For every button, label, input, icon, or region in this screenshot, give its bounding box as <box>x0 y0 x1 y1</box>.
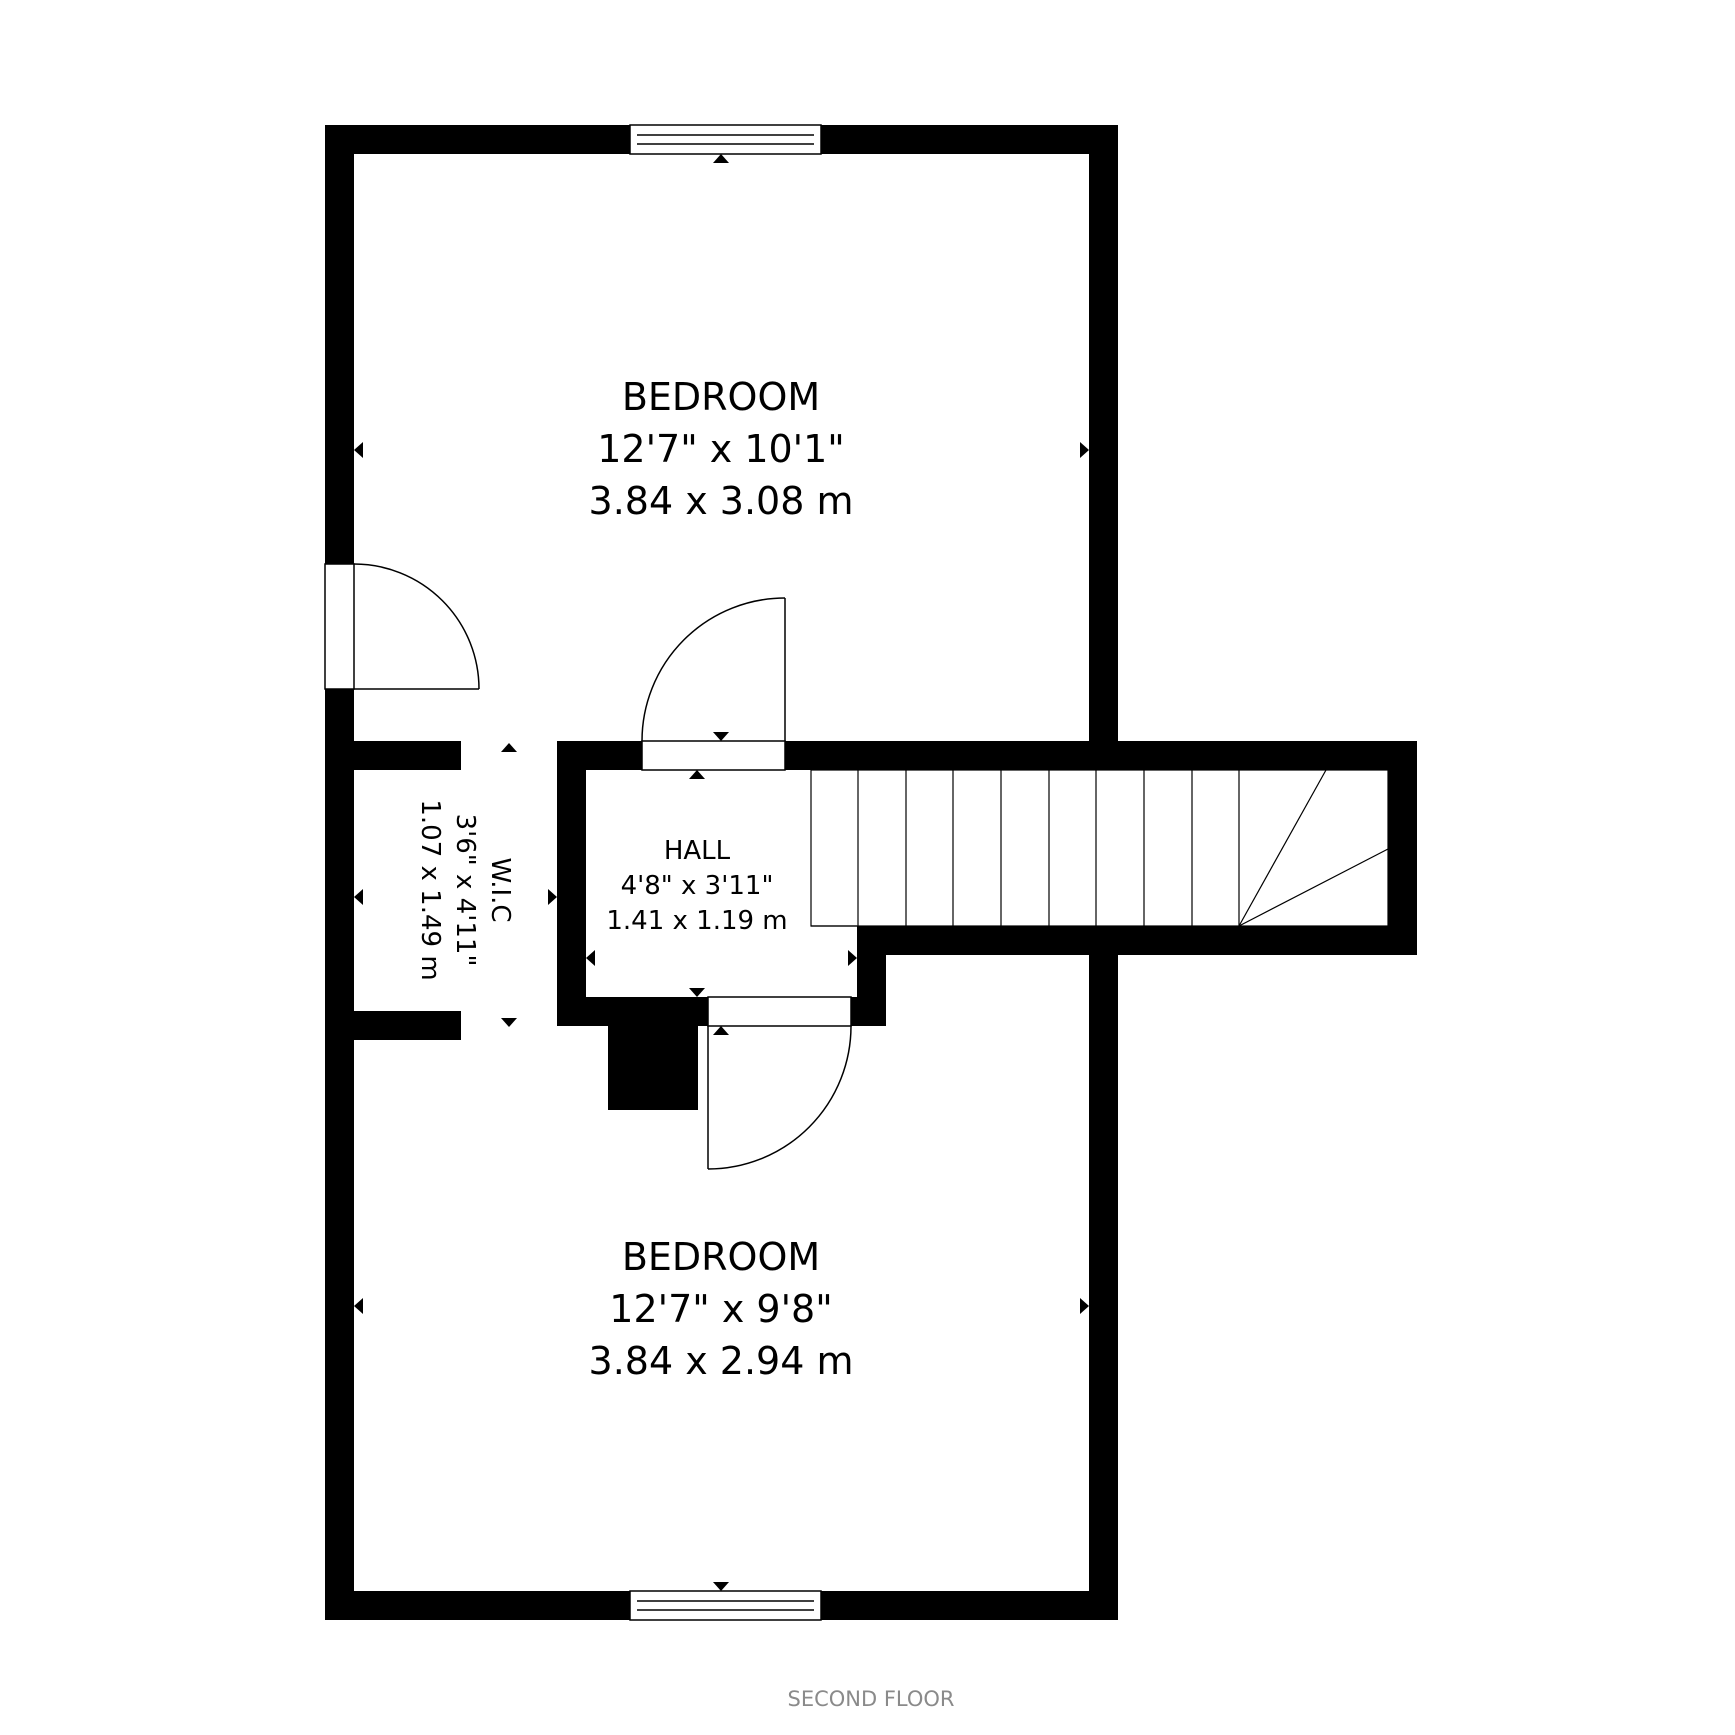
wall-top-right <box>821 125 1118 154</box>
room-name: BEDROOM <box>622 375 820 419</box>
room-name: W.I.C <box>485 857 515 922</box>
room-dimensions-imperial: 4'8" x 3'11" <box>621 871 774 901</box>
arrow-hall-bottom <box>689 988 705 997</box>
wall-bottom-right <box>821 1591 1118 1620</box>
arrow-wic-right <box>548 889 557 905</box>
wall-bottom-left <box>325 1591 630 1620</box>
door-frame-left <box>324 563 355 690</box>
arrow-top-bedroom-bottom <box>713 732 729 741</box>
wall-right-lower <box>1089 952 1118 1620</box>
arrow-top-bedroom-left <box>354 442 363 458</box>
arrow-bottom-bedroom-right <box>1080 1298 1089 1314</box>
chimney-block <box>608 1026 698 1110</box>
room-dimensions-imperial: 3'6" x 4'11" <box>450 814 480 967</box>
window-top <box>629 124 822 155</box>
wall-top-left <box>325 125 630 154</box>
arrow-hall-left <box>586 950 595 966</box>
room-dimensions-metric: 3.84 x 2.94 m <box>589 1339 854 1383</box>
door-frame-hall-top <box>641 740 786 771</box>
room-dimensions-metric: 3.84 x 3.08 m <box>589 479 854 523</box>
room-dimensions-metric: 1.41 x 1.19 m <box>606 906 787 936</box>
window-bottom <box>629 1590 822 1621</box>
room-bedroom-bottom: BEDROOM 12'7" x 9'8" 3.84 x 2.94 m <box>589 1235 854 1383</box>
wall-stair-right <box>1388 741 1417 955</box>
arrow-wic-bottom <box>501 1018 517 1027</box>
arrow-bottom-bedroom-bottom <box>713 1582 729 1591</box>
arrow-bottom-bedroom-left <box>354 1298 363 1314</box>
stairs <box>810 769 1389 927</box>
door-swing-hall-top <box>641 597 786 742</box>
wall-right-upper <box>1089 125 1118 742</box>
walls <box>325 125 1417 1620</box>
wall-hall-top-right <box>785 741 1417 770</box>
arrow-bottom-bedroom-top <box>713 1026 729 1035</box>
arrow-wic-top <box>501 743 517 752</box>
room-hall: HALL 4'8" x 3'11" 1.41 x 1.19 m <box>606 836 787 936</box>
doors <box>324 563 852 1170</box>
room-name: HALL <box>664 836 731 866</box>
room-dimensions-imperial: 12'7" x 9'8" <box>609 1287 832 1331</box>
arrow-top-bedroom-top <box>713 154 729 163</box>
wall-wic-top <box>325 741 461 770</box>
floor-label: SECOND FLOOR <box>787 1687 954 1711</box>
door-swing-hall-bottom <box>707 1025 852 1170</box>
windows <box>629 124 822 1621</box>
wall-left-upper <box>325 125 354 564</box>
arrow-hall-right <box>848 950 857 966</box>
wall-hall-left <box>557 741 586 1026</box>
wall-wic-bottom <box>325 1011 461 1040</box>
room-dimensions-metric: 1.07 x 1.49 m <box>415 799 445 980</box>
room-name: BEDROOM <box>622 1235 820 1279</box>
door-swing-left <box>353 563 480 690</box>
room-bedroom-top: BEDROOM 12'7" x 10'1" 3.84 x 3.08 m <box>589 375 854 523</box>
stair-outline <box>810 769 1389 927</box>
arrow-hall-top <box>689 770 705 779</box>
wall-left-lower <box>325 1040 354 1620</box>
door-frame-hall-bottom <box>707 996 852 1027</box>
room-wic: W.I.C 3'6" x 4'11" 1.07 x 1.49 m <box>415 799 515 980</box>
dimension-arrows <box>354 154 1089 1591</box>
wall-hall-bottom-left <box>557 997 708 1026</box>
arrow-wic-left <box>354 889 363 905</box>
arrow-top-bedroom-right <box>1080 442 1089 458</box>
room-dimensions-imperial: 12'7" x 10'1" <box>597 427 845 471</box>
wall-stair-bottom <box>857 926 1417 955</box>
